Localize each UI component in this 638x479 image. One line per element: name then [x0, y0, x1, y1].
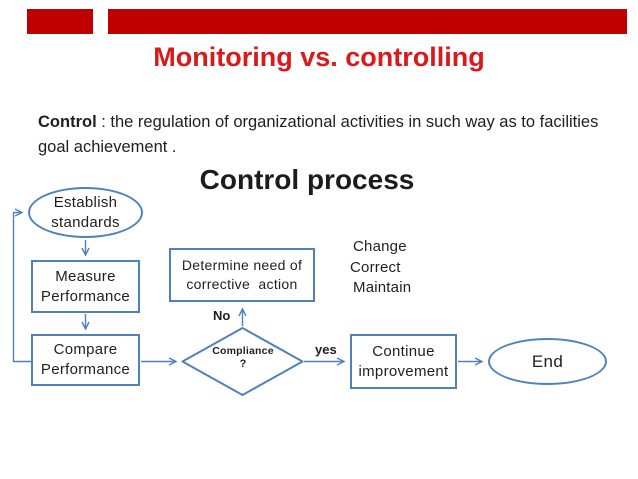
definition-term: Control — [38, 113, 97, 131]
node-end: End — [488, 338, 607, 385]
header-accent-bar-right — [108, 9, 627, 34]
edge-label-yes: yes — [315, 342, 337, 357]
header-accent-bar-left — [27, 9, 93, 34]
annotation-list: Change Correct Maintain — [350, 237, 411, 299]
node-label: Establish — [53, 193, 118, 211]
node-label: Performance — [40, 287, 131, 305]
node-determine-need: Determine need of corrective action — [169, 248, 315, 302]
node-establish-standards: Establish standards — [28, 187, 143, 238]
subtitle-control-process: Control process — [199, 164, 415, 195]
node-label: Determine need of — [181, 257, 303, 273]
annotation-maintain: Maintain — [353, 279, 412, 296]
node-compare-performance: Compare Performance — [31, 334, 140, 386]
annotation-correct: Correct — [350, 258, 401, 276]
node-measure-performance: Measure Performance — [31, 260, 140, 313]
edge-label-no: No — [213, 308, 231, 323]
connector-feedback-to-establish — [12, 208, 31, 363]
node-label: Continue — [372, 342, 435, 360]
node-label: Measure — [55, 267, 116, 285]
node-label: Performance — [40, 361, 131, 378]
node-label: improvement — [358, 362, 449, 380]
node-label: End — [531, 351, 564, 371]
node-label: ? — [239, 358, 247, 370]
node-label: corrective action — [186, 276, 298, 292]
compliance-diamond-shape — [181, 327, 304, 396]
definition-line1: Control : the regulation of organization… — [38, 110, 628, 135]
node-label: Compliance — [212, 345, 274, 357]
definition-rest: : the regulation of organizational activ… — [96, 113, 599, 131]
definition-line2: goal achievement . — [38, 138, 177, 156]
node-continue-improvement: Continue improvement — [350, 334, 457, 389]
slide-title: Monitoring vs. controlling — [153, 42, 485, 72]
node-compliance-diamond: Compliance ? — [183, 345, 303, 370]
node-label: standards — [51, 213, 120, 231]
definition-text: Control : the regulation of organization… — [38, 110, 628, 160]
annotation-change: Change — [353, 238, 407, 255]
node-label: Compare — [53, 341, 118, 358]
